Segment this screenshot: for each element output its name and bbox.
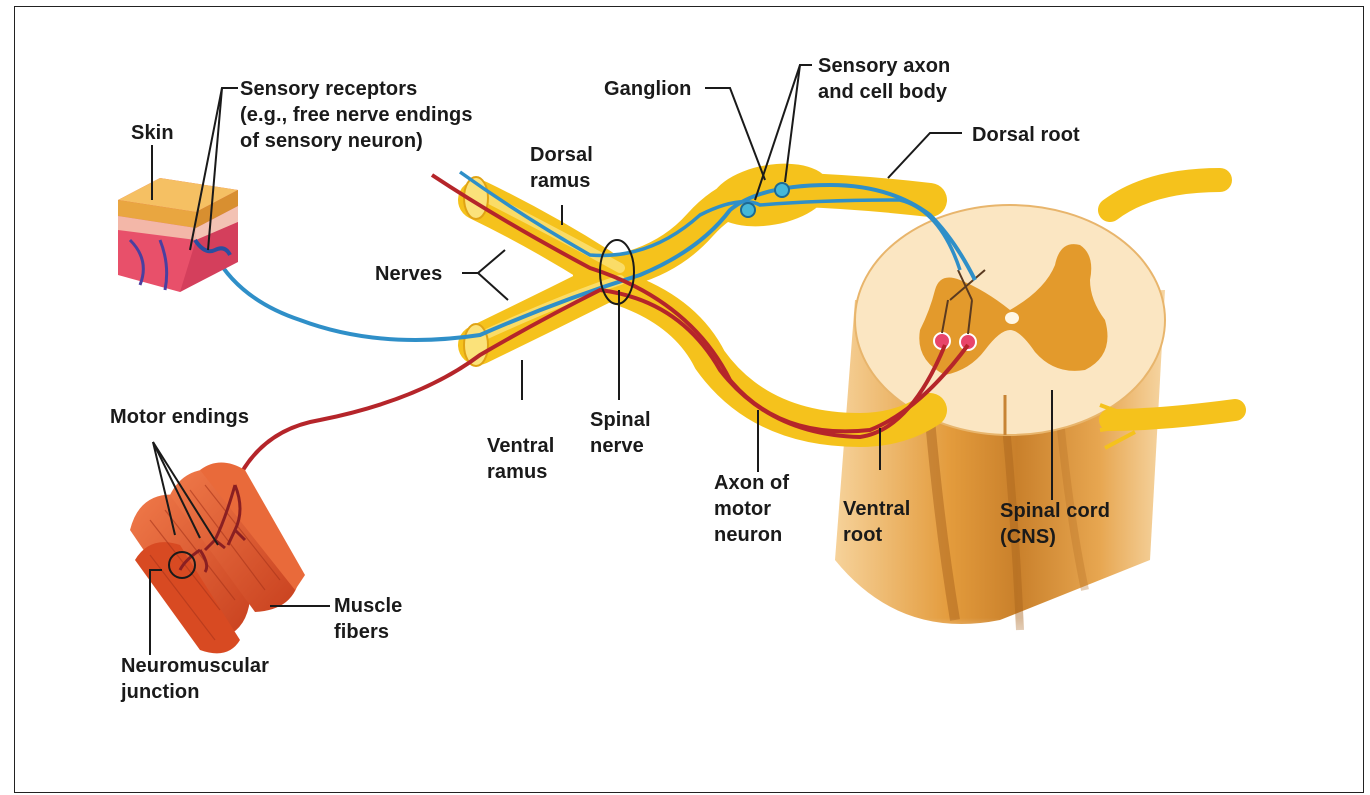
label-nerves: Nerves — [375, 261, 442, 287]
label-sensory-axon: Sensory axon and cell body — [818, 53, 950, 105]
label-axon-motor-neuron: Axon of motor neuron — [714, 470, 789, 548]
label-sensory-receptors: Sensory receptors (e.g., free nerve endi… — [240, 76, 473, 154]
label-ventral-root: Ventral root — [843, 496, 910, 548]
label-dorsal-ramus: Dorsal ramus — [530, 142, 593, 194]
label-spinal-cord: Spinal cord (CNS) — [1000, 498, 1110, 550]
label-motor-endings: Motor endings — [110, 404, 249, 430]
label-muscle-fibers: Muscle fibers — [334, 593, 402, 645]
label-spinal-nerve: Spinal nerve — [590, 407, 651, 459]
label-dorsal-root: Dorsal root — [972, 122, 1080, 148]
label-neuromuscular-junction: Neuromuscular junction — [121, 653, 269, 705]
label-ganglion: Ganglion — [604, 76, 691, 102]
muscle-fibers — [130, 463, 305, 654]
label-ventral-ramus: Ventral ramus — [487, 433, 554, 485]
label-skin: Skin — [131, 120, 174, 146]
skin-block — [118, 178, 238, 292]
